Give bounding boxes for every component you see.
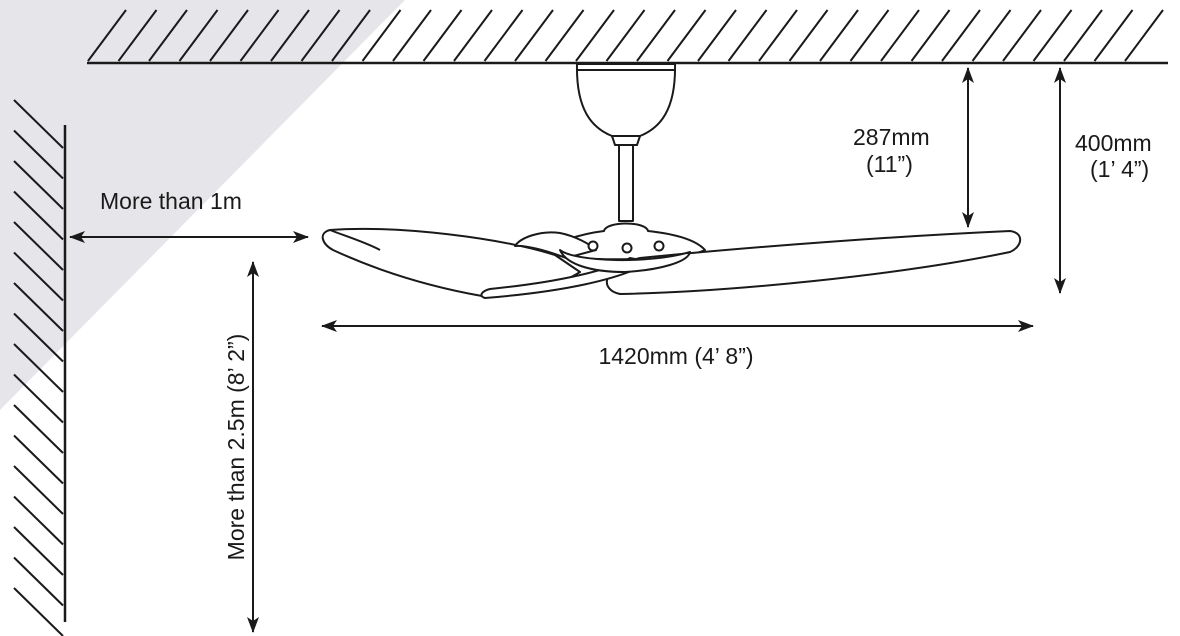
fan-blade-rear xyxy=(514,231,597,259)
ceiling-hatch-stroke xyxy=(87,9,127,62)
wall-hatch-stroke xyxy=(13,251,64,302)
wall-hatch-stroke xyxy=(13,129,64,180)
wall-hatch-stroke xyxy=(13,465,64,515)
wall-hatch-stroke xyxy=(13,99,64,149)
ceiling-hatch xyxy=(87,9,1164,62)
ceiling-hatch-stroke xyxy=(178,9,219,62)
ceiling-hatch-stroke xyxy=(514,9,554,62)
wall-hatch-stroke xyxy=(13,373,64,424)
downrod-length-in: (11”) xyxy=(866,151,913,177)
ceiling-hatch-stroke xyxy=(148,9,188,62)
fan-blade-right xyxy=(605,230,1022,295)
ceiling-hatch-stroke xyxy=(1063,9,1103,62)
ceiling-hatch-stroke xyxy=(788,9,829,62)
ceiling-hatch-stroke xyxy=(483,9,524,62)
ceiling-hatch-stroke xyxy=(727,9,768,62)
wall-hatch-stroke xyxy=(13,312,64,363)
wall-hatch-stroke xyxy=(13,282,64,332)
ceiling-hatch-stroke xyxy=(758,9,798,62)
wall-hatch-stroke xyxy=(13,526,64,576)
ceiling-hatch-stroke xyxy=(361,9,402,62)
ceiling-hatch-stroke xyxy=(849,9,890,62)
overall-drop-in: (1’ 4”) xyxy=(1090,156,1149,182)
ceiling-hatch-stroke xyxy=(239,9,280,62)
canopy-collar xyxy=(611,135,641,146)
ceiling-hatch-stroke xyxy=(941,9,981,62)
ceiling-hatch-stroke xyxy=(544,9,585,62)
ceiling-hatch-stroke xyxy=(453,9,493,62)
ceiling-hatch-stroke xyxy=(422,9,463,62)
dimension-arrows xyxy=(69,67,1066,633)
ceiling-hatch-stroke xyxy=(910,9,951,62)
motor-side xyxy=(559,249,691,273)
ceiling-hatch-stroke xyxy=(819,9,859,62)
wall-hatch-stroke xyxy=(13,190,64,241)
wall-hatch-stroke xyxy=(13,343,64,393)
wall-hatch xyxy=(13,99,64,636)
floor-clearance-label: More than 2.5m (8’ 2”) xyxy=(223,334,249,561)
corner-shade xyxy=(0,0,405,410)
fan-blade-left-curl xyxy=(329,229,381,251)
ceiling-hatch-stroke xyxy=(971,9,1012,62)
ceiling-hatch-stroke xyxy=(1032,9,1073,62)
wall-hatch-stroke xyxy=(13,160,64,210)
motor-hole-1 xyxy=(587,240,599,252)
blade-span-label: 1420mm (4’ 8”) xyxy=(598,343,753,369)
fan-canopy xyxy=(575,63,677,137)
wall xyxy=(13,99,67,636)
ceiling-hatch-stroke xyxy=(331,9,371,62)
ceiling-hatch-stroke xyxy=(270,9,310,62)
wall-hatch-stroke xyxy=(13,404,64,454)
wall-hatch-stroke xyxy=(13,495,64,546)
ceiling-hatch-stroke xyxy=(1124,9,1164,62)
wall-hatch-stroke xyxy=(13,434,64,485)
wall-clearance-label: More than 1m xyxy=(100,188,242,214)
motor-hole-2 xyxy=(621,242,633,254)
ceiling-hatch-stroke xyxy=(392,9,432,62)
fan-downrod xyxy=(618,144,634,222)
ceiling-hatch-stroke xyxy=(117,9,158,62)
ceiling xyxy=(87,9,1168,65)
ceiling-hatch-stroke xyxy=(697,9,737,62)
wall-hatch-stroke xyxy=(13,556,64,607)
overall-drop-mm: 400mm xyxy=(1075,130,1152,156)
downrod-length-mm: 287mm xyxy=(853,124,930,150)
ceiling-hatch-stroke xyxy=(1002,9,1042,62)
ceiling-hatch-stroke xyxy=(300,9,341,62)
wall-hatch-stroke xyxy=(13,587,64,636)
ceiling-hatch-stroke xyxy=(209,9,249,62)
ceiling-hatch-stroke xyxy=(605,9,646,62)
ceiling-hatch-stroke xyxy=(666,9,707,62)
ceiling-hatch-stroke xyxy=(575,9,615,62)
motor-hole-3 xyxy=(653,240,665,252)
ceiling-fan xyxy=(321,63,1022,299)
ceiling-hatch-stroke xyxy=(1093,9,1134,62)
wall-hatch-stroke xyxy=(13,221,64,271)
ceiling-hatch-stroke xyxy=(880,9,920,62)
ceiling-hatch-stroke xyxy=(636,9,676,62)
